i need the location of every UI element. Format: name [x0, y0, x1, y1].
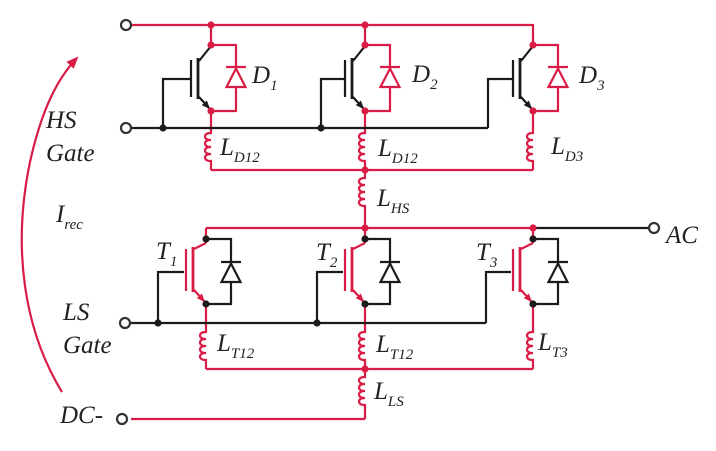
label-t3: T3	[476, 239, 498, 271]
hs-gate-terminal-icon[interactable]	[119, 121, 133, 135]
freewheel-diode-d2	[365, 43, 402, 113]
dc-plus-terminal-icon[interactable]	[119, 18, 133, 32]
label-ld12-left: LD12	[220, 134, 260, 166]
label-d1: D1	[252, 62, 278, 94]
ls-antiparallel-diode-1	[206, 237, 243, 306]
inductor-ld12-mid	[357, 111, 367, 170]
freewheel-diode-d1	[211, 43, 248, 113]
label-ld12-mid: LD12	[378, 135, 418, 167]
hs-gate-lead-2	[319, 77, 345, 128]
inductor-lhs	[357, 170, 367, 228]
label-ac: AC	[666, 222, 698, 249]
inductor-lt3	[525, 302, 535, 369]
label-d3: D3	[579, 62, 605, 94]
hs-igbt-3	[511, 45, 534, 110]
black-junction-dots	[154, 124, 537, 327]
label-ld3: LD3	[551, 133, 584, 165]
red-current-path	[20, 23, 570, 421]
inductor-lt12-mid	[357, 302, 367, 369]
label-lt12-left: LT12	[217, 330, 255, 362]
black-wiring	[130, 45, 648, 325]
ls-antiparallel-diode-2	[365, 237, 402, 306]
label-lt12-mid: LT12	[376, 331, 414, 363]
irec-current-arrow	[20, 56, 79, 393]
inductor-ld12-left	[203, 111, 213, 170]
ls-gate-terminal-icon[interactable]	[118, 316, 132, 330]
inductor-lls	[357, 369, 367, 419]
label-dc-minus: DC-	[60, 402, 104, 429]
freewheel-diode-d3	[533, 43, 570, 113]
hs-gate-lead-3	[486, 77, 513, 128]
label-irec: Irec	[56, 201, 83, 233]
label-lls: LLS	[374, 378, 404, 410]
label-lhs: LHS	[377, 185, 410, 217]
label-t1: T1	[156, 238, 178, 270]
ls-gate-lead-3	[484, 270, 511, 323]
ac-terminal-icon[interactable]	[647, 221, 661, 235]
label-lt3: LT3	[538, 329, 568, 361]
label-hs-gate: HS Gate	[46, 107, 95, 167]
ls-antiparallel-diode-3	[533, 237, 570, 306]
label-t2: T2	[316, 239, 338, 271]
hs-igbt-1	[189, 45, 212, 110]
red-junction-dots	[207, 21, 537, 373]
top-dc-bus-wire	[132, 23, 535, 45]
label-d2: D2	[412, 61, 438, 93]
ls-gate-lead-2	[315, 270, 343, 323]
inductor-lt12-left	[198, 302, 208, 369]
dc-minus-terminal-icon[interactable]	[115, 412, 129, 426]
inductor-ld3	[525, 111, 535, 170]
ls-gate-lead-1	[156, 270, 184, 323]
hs-igbt-2	[343, 45, 366, 110]
hs-gate-lead-1	[161, 77, 191, 128]
label-ls-gate: LS Gate	[63, 299, 112, 359]
